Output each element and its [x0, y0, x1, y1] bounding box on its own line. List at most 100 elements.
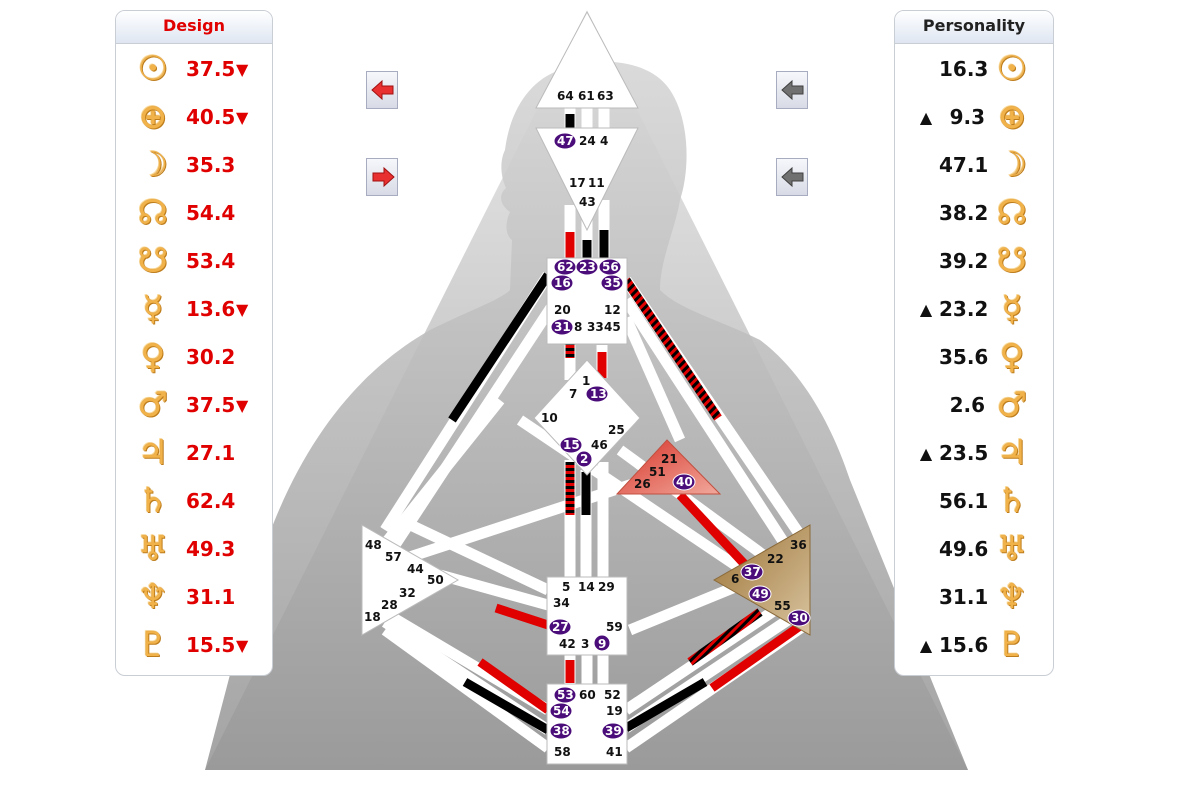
gate-36: 36 — [790, 538, 807, 552]
detriment-triangle-icon: ▼ — [236, 59, 249, 79]
saturn-icon: ♄ — [996, 481, 1028, 521]
personality-value: 39.2 — [939, 249, 989, 273]
gate-64: 64 — [557, 89, 574, 103]
gate-40: 40 — [676, 475, 693, 489]
exalted-triangle-icon: ▲ — [919, 299, 933, 319]
design-value: 31.1 — [186, 585, 236, 609]
gate-24: 24 — [579, 134, 596, 148]
pluto-icon: ♇ — [137, 625, 169, 665]
design-value: 27.1 — [186, 441, 236, 465]
personality-row-pluto: ▲15.6♇ — [895, 621, 1053, 669]
personality-prev-button[interactable] — [776, 71, 808, 109]
arrow-left-icon — [781, 79, 804, 101]
design-row-jupiter: ♃ 27.1 — [116, 429, 272, 477]
north-node-icon: ☊ — [137, 193, 169, 233]
earth-icon: ⊕ — [997, 97, 1027, 137]
venus-icon: ♀ — [999, 337, 1025, 377]
moon-icon: ☽ — [137, 145, 169, 185]
gate-42: 42 — [559, 637, 576, 651]
design-value: 49.3 — [186, 537, 236, 561]
gate-35: 35 — [604, 276, 621, 290]
gate-28: 28 — [381, 598, 398, 612]
design-prev-button[interactable] — [366, 71, 398, 109]
personality-value: 9.3 — [949, 105, 985, 129]
mercury-icon: ☿ — [1001, 289, 1023, 329]
gate-48: 48 — [365, 538, 382, 552]
detriment-triangle-icon: ▼ — [236, 107, 249, 127]
gate-47: 47 — [557, 134, 574, 148]
gate-12: 12 — [604, 303, 621, 317]
gate-10: 10 — [541, 411, 558, 425]
arrow-left-icon — [371, 79, 394, 101]
design-next-button[interactable] — [366, 158, 398, 196]
gate-7: 7 — [569, 387, 577, 401]
gate-58: 58 — [554, 745, 571, 759]
personality-row-mercury: ▲23.2☿ — [895, 285, 1053, 333]
gate-labels: 64 61 63 47 24 4 17 11 43 62 23 56 16 35… — [364, 89, 808, 759]
personality-value: 15.6 — [939, 633, 989, 657]
neptune-icon: ♆ — [996, 577, 1028, 617]
gate-62: 62 — [557, 260, 574, 274]
personality-value: 35.6 — [939, 345, 989, 369]
head-center — [535, 10, 639, 109]
gate-13: 13 — [590, 387, 607, 401]
uranus-icon: ♅ — [996, 529, 1028, 569]
mercury-icon: ☿ — [142, 289, 164, 329]
personality-row-venus: 35.6 ♀ — [895, 333, 1053, 381]
arrow-right-icon — [372, 166, 395, 188]
gate-26: 26 — [634, 477, 651, 491]
personality-value: 49.6 — [939, 537, 989, 561]
detriment-triangle-icon: ▼ — [236, 299, 249, 319]
design-row-moon: ☽ 35.3 — [116, 141, 272, 189]
gate-21: 21 — [661, 452, 678, 466]
jupiter-icon: ♃ — [137, 433, 169, 473]
pluto-icon: ♇ — [996, 625, 1028, 665]
design-value: 35.3 — [186, 153, 236, 177]
detriment-triangle-icon: ▼ — [236, 395, 249, 415]
exalted-triangle-icon: ▲ — [919, 107, 933, 127]
personality-row-neptune: 31.1♆ — [895, 573, 1053, 621]
moon-icon: ☽ — [996, 145, 1028, 185]
sun-icon: ☉ — [137, 49, 169, 89]
gate-16: 16 — [554, 276, 571, 290]
personality-row-jupiter: ▲23.5♃ — [895, 429, 1053, 477]
personality-next-button[interactable] — [776, 158, 808, 196]
gate-55: 55 — [774, 599, 791, 613]
gate-22: 22 — [767, 552, 784, 566]
personality-value: 38.2 — [939, 201, 989, 225]
uranus-icon: ♅ — [137, 529, 169, 569]
mars-icon: ♂ — [137, 385, 169, 425]
mars-icon: ♂ — [996, 385, 1028, 425]
personality-value: 2.6 — [949, 393, 985, 417]
gate-1: 1 — [582, 374, 590, 388]
personality-row-uranus: 49.6 ♅ — [895, 525, 1053, 573]
design-value: 15.5 — [186, 633, 236, 657]
north-node-icon: ☊ — [996, 193, 1028, 233]
gate-34: 34 — [553, 596, 570, 610]
sun-icon: ☉ — [996, 49, 1028, 89]
gate-41: 41 — [606, 745, 623, 759]
design-value: 40.5 — [186, 105, 236, 129]
activations — [448, 114, 803, 734]
gate-29: 29 — [598, 580, 615, 594]
gate-59: 59 — [606, 620, 623, 634]
gate-43: 43 — [579, 195, 596, 209]
design-panel: Design ☉37.5▼⊕40.5▼☽35.3☊54.4☋53.4☿13.6▼… — [115, 10, 273, 676]
design-row-pluto: ♇15.5▼ — [116, 621, 272, 669]
solar-plexus-center — [712, 524, 811, 636]
gate-2: 2 — [580, 452, 588, 466]
gate-50: 50 — [427, 573, 444, 587]
design-row-mercury: ☿13.6▼ — [116, 285, 272, 333]
ajna-center — [535, 127, 639, 232]
gate-46: 46 — [591, 438, 608, 452]
spleen-center — [361, 524, 460, 636]
design-row-earth: ⊕40.5▼ — [116, 93, 272, 141]
design-value: 37.5 — [186, 393, 236, 417]
gate-6: 6 — [731, 572, 739, 586]
gate-15: 15 — [563, 438, 580, 452]
jupiter-icon: ♃ — [996, 433, 1028, 473]
design-value: 30.2 — [186, 345, 236, 369]
personality-row-sun: 16.3☉ — [895, 45, 1053, 93]
gate-20: 20 — [554, 303, 571, 317]
gate-60: 60 — [579, 688, 596, 702]
